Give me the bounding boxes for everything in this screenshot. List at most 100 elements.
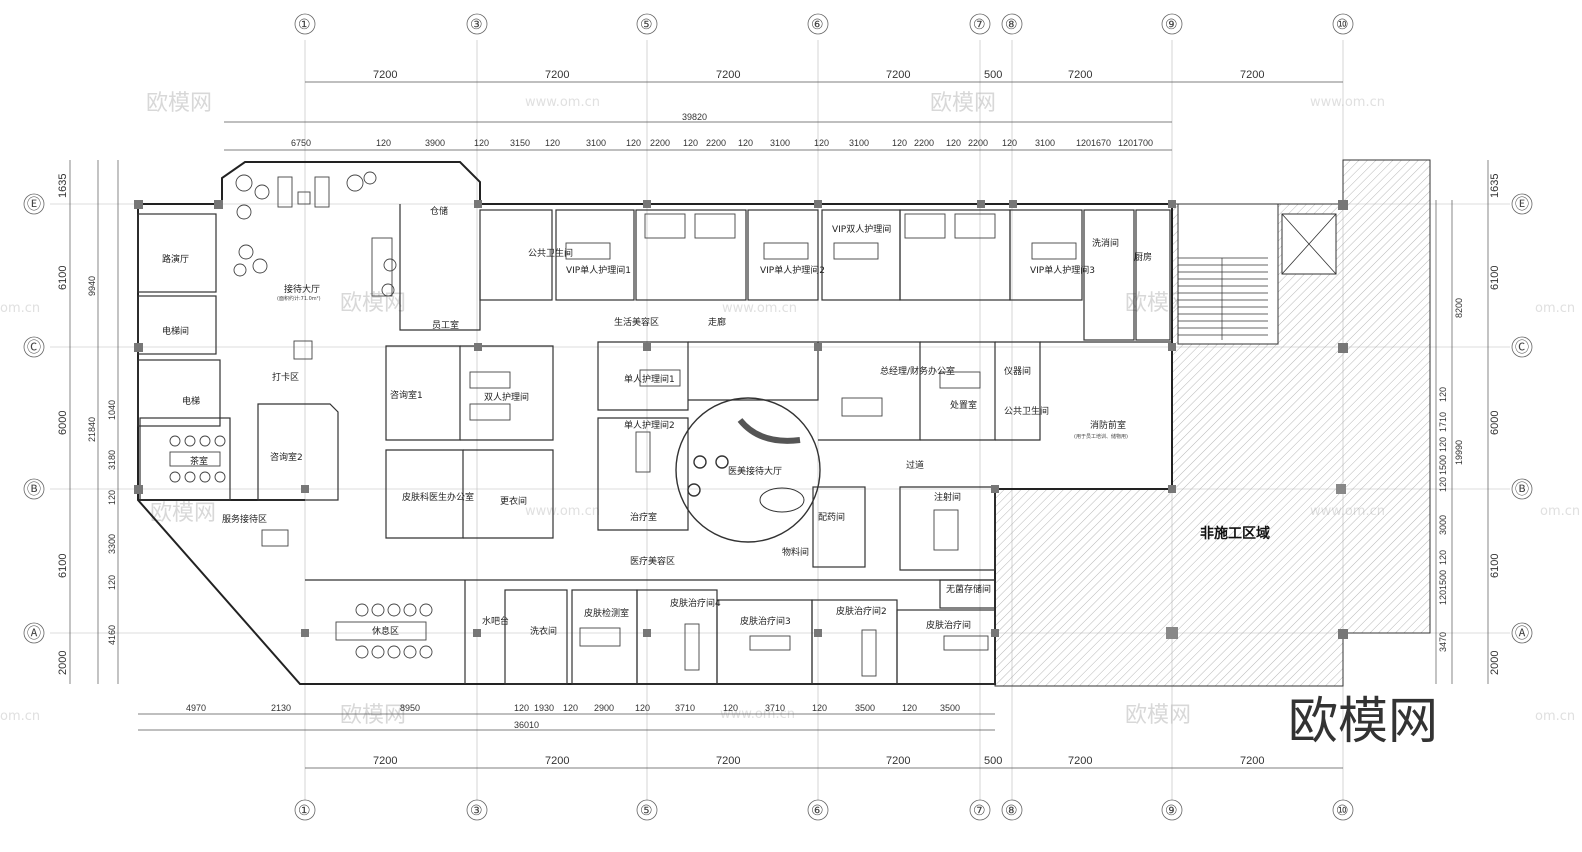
dim-right-6100b: 6100 xyxy=(1489,554,1501,578)
care-room-beds xyxy=(469,213,1077,677)
axis-label-row-e: Ⓔ xyxy=(27,197,41,213)
dim-top-bay-4: 7200 xyxy=(886,69,910,81)
watermark-url: www.om.cn xyxy=(1310,95,1385,110)
watermark-url: om.cn xyxy=(1540,504,1580,519)
room-single-care2: 单人护理间2 xyxy=(624,419,675,431)
room-wash: 洗消间 xyxy=(1092,237,1119,249)
non-construction-label: 非施工区域 xyxy=(1200,525,1270,542)
dim-bot-bay-2: 7200 xyxy=(545,755,569,767)
axis-label-row-a: Ⓐ xyxy=(27,626,41,642)
room-consult2: 咨询室2 xyxy=(270,451,303,463)
dim-left-1635: 1635 xyxy=(57,174,69,198)
dim-top-d20: 120 xyxy=(1002,138,1017,148)
axis-label-row-c: Ⓒ xyxy=(27,340,41,356)
dim-bot-bay-1: 7200 xyxy=(373,755,397,767)
dim-right-120d: 120 xyxy=(1438,550,1448,565)
watermark-url: om.cn xyxy=(1535,709,1575,724)
axis-labels-top: ① ③ ⑤ ⑥ ⑦ ⑧ ⑨ ⑩ xyxy=(298,18,1349,33)
axis-bubbles-top xyxy=(294,13,1354,35)
interior-walls xyxy=(137,204,1172,685)
stair xyxy=(1178,257,1268,340)
non-construction-area: 非施工区域 xyxy=(994,159,1431,687)
dim-bot-d7: 2900 xyxy=(594,703,614,713)
room-kitchen: 厨房 xyxy=(1134,251,1152,263)
tea-lounge-furniture xyxy=(169,435,433,659)
axis-labels-bottom: ① ③ ⑤ ⑥ ⑦ ⑧ ⑨ ⑩ xyxy=(298,804,1349,819)
watermark-url: om.cn xyxy=(0,301,40,316)
axis-label-row-e: Ⓔ xyxy=(1515,197,1529,213)
axis-label-row-c: Ⓒ xyxy=(1515,340,1529,356)
dim-bot-d2: 2130 xyxy=(271,703,291,713)
dim-bot-d15: 3500 xyxy=(940,703,960,713)
dim-bot-total: 36010 xyxy=(514,720,539,730)
room-fire-note: (用于员工培训、储物用) xyxy=(1074,433,1128,440)
axis-bubbles-bottom xyxy=(294,799,1354,821)
dim-top-d6: 120 xyxy=(545,138,560,148)
dim-right-6100: 6100 xyxy=(1489,266,1501,290)
room-water: 水吧台 xyxy=(482,615,509,627)
watermark-brand: 欧模网 xyxy=(340,291,406,316)
axis-label-col-1: ① xyxy=(298,18,311,33)
axis-label-col-1: ① xyxy=(298,804,311,819)
dim-top-d7: 3100 xyxy=(586,138,606,148)
dim-right-120e: 120 xyxy=(1438,590,1448,605)
dim-right-8200: 8200 xyxy=(1454,298,1464,318)
room-pharmacy: 配药间 xyxy=(818,511,845,523)
dim-top-bay-3: 7200 xyxy=(716,69,740,81)
cosmetic-hall-rotunda xyxy=(675,397,821,543)
axis-label-col-8: ⑧ xyxy=(1005,804,1018,819)
dim-right-1500: 1500 xyxy=(1438,455,1448,475)
room-staff: 员工室 xyxy=(432,319,459,331)
dim-bot-d8: 120 xyxy=(635,703,650,713)
room-derm-test: 皮肤检测室 xyxy=(584,607,629,619)
axis-label-row-a: Ⓐ xyxy=(1515,626,1529,642)
dim-top-d14: 120 xyxy=(814,138,829,148)
watermark-brand: 欧模网 xyxy=(1125,703,1191,728)
room-lounge: 休息区 xyxy=(372,625,399,637)
dim-right-3000: 3000 xyxy=(1438,515,1448,535)
dim-left-4160: 4160 xyxy=(107,625,117,645)
room-roadshow: 路演厅 xyxy=(162,253,189,265)
room-derm3: 皮肤治疗间3 xyxy=(740,615,791,627)
dim-left-120: 120 xyxy=(107,490,117,505)
dim-left-120b: 120 xyxy=(107,575,117,590)
dim-left-6100: 6100 xyxy=(57,266,69,290)
room-power: 电梯间 xyxy=(162,325,189,337)
dim-bot-d6: 120 xyxy=(563,703,578,713)
dim-top-bay-5: 500 xyxy=(984,69,1002,81)
dim-top-d9: 2200 xyxy=(650,138,670,148)
room-treatment: 处置室 xyxy=(950,399,977,411)
dim-top-d19: 2200 xyxy=(968,138,988,148)
room-double-care: 双人护理间 xyxy=(484,391,529,403)
dimension-text-left: 1635 6100 6000 6100 2000 9940 21840 1040… xyxy=(57,174,117,675)
room-vip1: VIP单人护理间1 xyxy=(566,264,631,276)
dim-left-3180: 3180 xyxy=(107,450,117,470)
room-consult1: 咨询室1 xyxy=(390,389,423,401)
dimension-text-top: 7200 7200 7200 7200 500 7200 7200 39820 … xyxy=(291,69,1264,148)
watermark-url: www.om.cn xyxy=(722,301,797,316)
axis-label-col-3: ③ xyxy=(470,804,483,819)
dimension-lines-top xyxy=(224,81,1343,151)
dim-right-1500b: 1500 xyxy=(1438,570,1448,590)
dim-left-1040: 1040 xyxy=(107,400,117,420)
room-derm1: 皮肤治疗间 xyxy=(926,619,971,631)
dim-top-d2: 120 xyxy=(376,138,391,148)
dim-top-bay-7: 7200 xyxy=(1240,69,1264,81)
dim-bot-d5: 1930 xyxy=(534,703,554,713)
room-sterile: 无菌存储间 xyxy=(946,583,991,595)
room-wc2: 公共卫生间 xyxy=(1004,405,1049,417)
watermark-url: om.cn xyxy=(0,709,40,724)
dim-bot-d14: 120 xyxy=(902,703,917,713)
structural-columns xyxy=(134,200,1348,639)
dim-bot-bay-6: 7200 xyxy=(1068,755,1092,767)
axis-label-row-b: Ⓑ xyxy=(1515,482,1529,498)
room-director: 总经理/财务办公室 xyxy=(880,365,955,377)
dim-left-6100b: 6100 xyxy=(57,554,69,578)
dim-bot-d4: 120 xyxy=(514,703,529,713)
dim-top-bay-2: 7200 xyxy=(545,69,569,81)
zone-corridor: 走廊 xyxy=(708,316,726,328)
dim-bot-bay-7: 7200 xyxy=(1240,755,1264,767)
zone-pass: 过道 xyxy=(906,459,924,471)
room-surgery: 治疗室 xyxy=(630,511,657,523)
room-changing: 更衣间 xyxy=(500,495,527,507)
